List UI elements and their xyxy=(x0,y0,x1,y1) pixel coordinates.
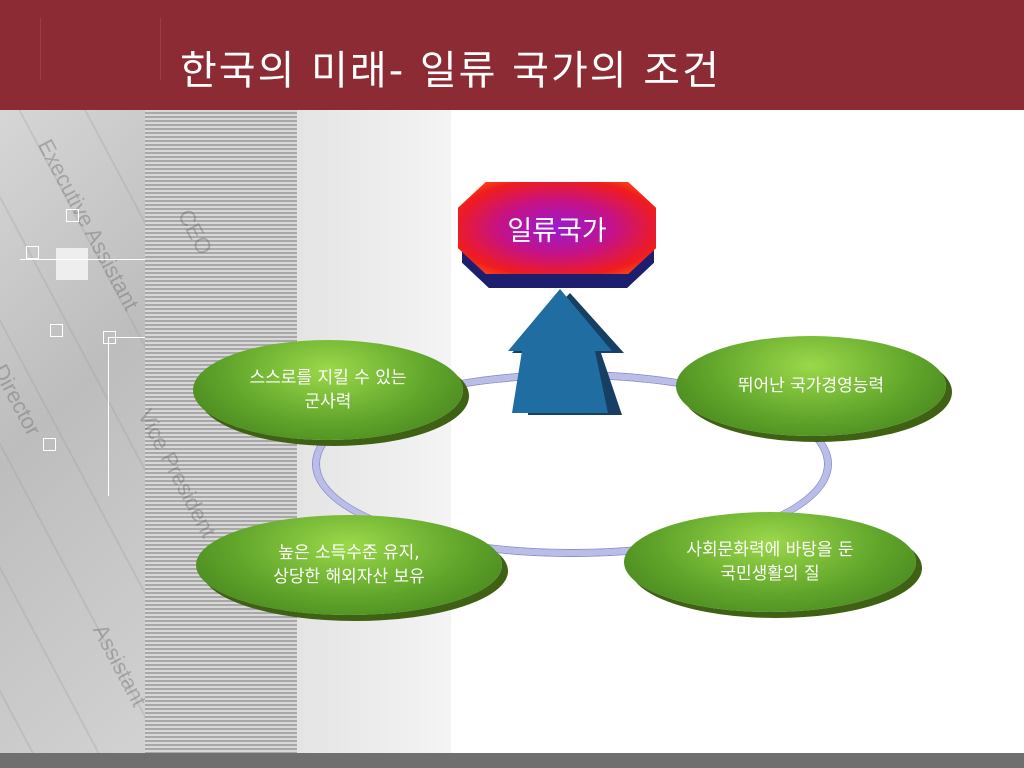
background-photo: Executive Assistant Director Assistant xyxy=(0,110,152,753)
decor-line xyxy=(108,337,145,338)
decor-square xyxy=(50,324,63,337)
node-culture: 사회문화력에 바탕을 둔 국민생활의 질 xyxy=(624,512,916,612)
background-text: Director xyxy=(0,360,47,440)
center-node-label: 일류국가 xyxy=(507,215,607,247)
node-label: 스스로를 지킬 수 있는 군사력 xyxy=(249,368,407,412)
background-text: CEO xyxy=(172,205,218,259)
decor-line xyxy=(20,259,145,260)
background-text: Executive Assistant xyxy=(32,135,144,315)
footer-bar xyxy=(0,753,1024,768)
header-decor-line xyxy=(40,18,41,80)
slide-title: 한국의 미래- 일류 국가의 조건 xyxy=(180,48,721,94)
node-defense: 스스로를 지킬 수 있는 군사력 xyxy=(193,340,463,440)
node-income: 높은 소득수준 유지, 상당한 해외자산 보유 xyxy=(196,515,502,615)
decor-square xyxy=(66,209,79,222)
center-node: 일류국가 xyxy=(458,182,656,274)
header-decor-line xyxy=(160,18,161,80)
node-management: 뛰어난 국가경영능력 xyxy=(676,336,946,436)
background-text: Vice President xyxy=(132,405,222,542)
up-arrow xyxy=(508,289,624,415)
decor-line xyxy=(108,338,109,496)
background-text: Assistant xyxy=(87,620,152,711)
node-label: 뛰어난 국가경영능력 xyxy=(737,376,885,396)
decor-square xyxy=(43,438,56,451)
title-bar: 한국의 미래- 일류 국가의 조건 xyxy=(0,0,1024,110)
node-label: 높은 소득수준 유지, 상당한 해외자산 보유 xyxy=(273,543,425,587)
decor-filled-square xyxy=(56,248,88,280)
decor-square xyxy=(26,246,39,259)
node-label: 사회문화력에 바탕을 둔 국민생활의 질 xyxy=(686,540,854,584)
